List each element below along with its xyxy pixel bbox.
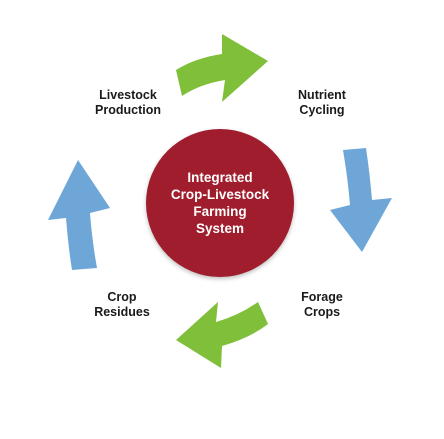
right-arrow	[330, 148, 392, 252]
bottom-arrow	[176, 302, 268, 368]
label-livestock-line-1: Livestock	[99, 88, 157, 102]
center-title: Integrated Crop-Livestock Farming System	[171, 169, 269, 237]
center-circle: Integrated Crop-Livestock Farming System	[146, 129, 294, 277]
center-line-4: System	[195, 221, 245, 236]
label-livestock-line-2: Production	[95, 103, 161, 117]
top-arrow	[176, 34, 268, 102]
label-nutrient-line-1: Nutrient	[298, 88, 346, 102]
label-residues-line-1: Crop	[107, 290, 137, 304]
center-line-3: Farming	[193, 204, 247, 219]
label-livestock-production: Livestock Production	[88, 88, 168, 118]
center-line-2: Crop-Livestock	[170, 187, 270, 202]
label-nutrient-line-2: Cycling	[299, 103, 345, 117]
label-nutrient-cycling: Nutrient Cycling	[282, 88, 362, 118]
left-arrow	[48, 160, 110, 270]
label-forage-crops: Forage Crops	[282, 290, 362, 320]
center-line-1: Integrated	[187, 170, 253, 185]
label-forage-line-2: Crops	[303, 305, 341, 319]
label-forage-line-1: Forage	[301, 290, 343, 304]
label-crop-residues: Crop Residues	[82, 290, 162, 320]
label-residues-line-2: Residues	[94, 305, 150, 319]
